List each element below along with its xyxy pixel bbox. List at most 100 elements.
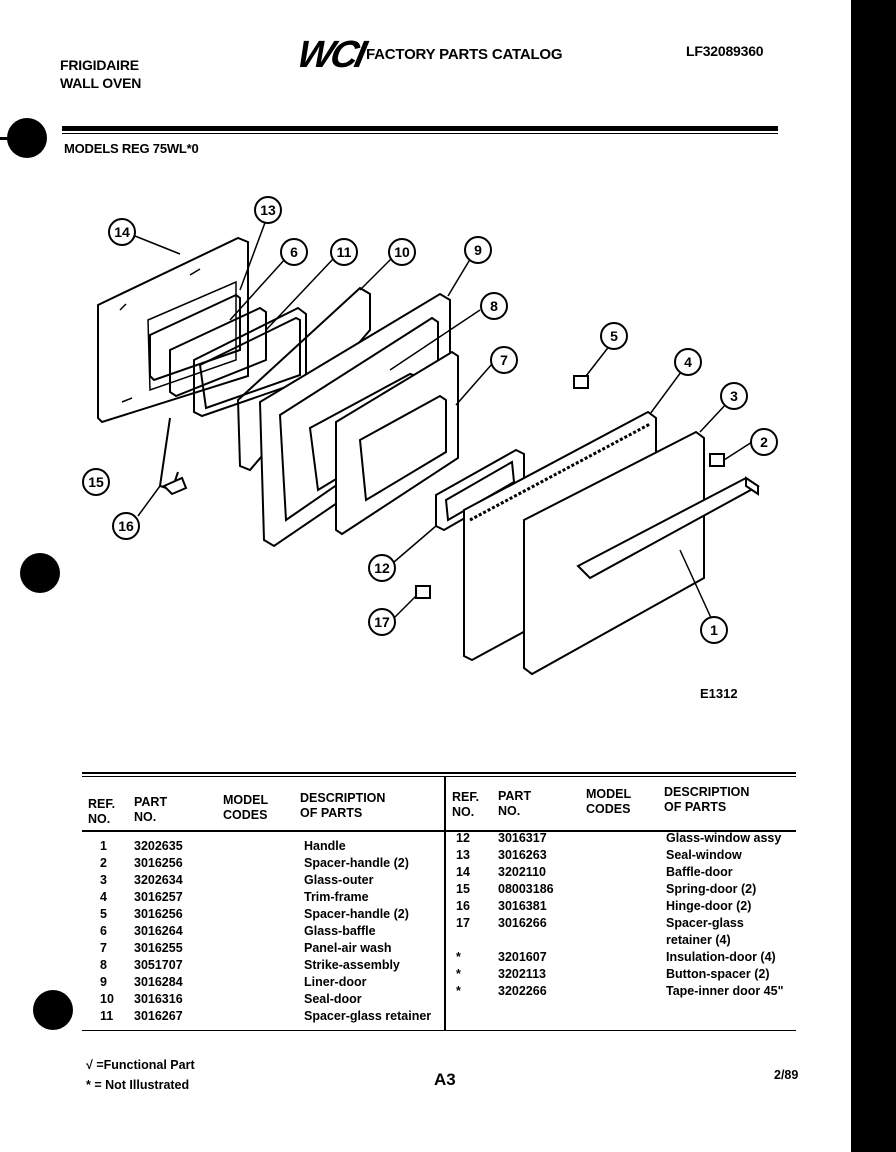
ref-cell: 2	[100, 856, 107, 870]
part-no-cell: 3016256	[134, 856, 183, 870]
header-rule-thin	[62, 133, 778, 134]
col-part-header-right: PART NO.	[498, 789, 532, 818]
col-ref-header: REF. NO.	[88, 797, 116, 826]
ref-cell: 13	[456, 848, 470, 862]
ref-cell: 1	[100, 839, 107, 853]
description-cell: Baffle-door	[666, 865, 733, 879]
part-no-cell: 3202110	[498, 865, 546, 879]
ref-cell: *	[456, 967, 461, 981]
callout-label: 16	[118, 518, 134, 534]
col-model-header: MODEL CODES	[223, 793, 269, 822]
part-no-cell: 3016263	[498, 848, 547, 862]
part-no-cell: 3016266	[498, 916, 547, 930]
part-no-cell: 3016284	[134, 975, 183, 989]
callout-label: 9	[474, 242, 482, 258]
binder-hole-icon	[33, 990, 73, 1030]
description-cell: Spacer-glass retainer	[304, 1009, 432, 1023]
table-center-divider	[444, 776, 446, 1030]
legend-not-illustrated: * = Not Illustrated	[86, 1078, 190, 1092]
ref-cell: 9	[100, 975, 107, 989]
callout-label: 15	[88, 474, 104, 490]
page-edge-border	[851, 0, 896, 1152]
callout-label: 1	[710, 622, 718, 638]
part-no-cell: 3051707	[134, 958, 183, 972]
catalog-code: LF32089360	[686, 43, 764, 59]
ref-cell: 8	[100, 958, 107, 972]
description-cell: retainer (4)	[666, 933, 731, 947]
part-no-cell: 3016317	[498, 831, 547, 845]
callout-label: 3	[730, 388, 738, 404]
description-cell: Hinge-door (2)	[666, 899, 752, 913]
figure-id: E1312	[700, 686, 738, 701]
callout-circle	[700, 616, 728, 644]
ref-cell: 14	[456, 865, 470, 879]
callout-label: 2	[760, 434, 768, 450]
brand-line-1: FRIGIDAIRE	[60, 57, 139, 73]
part-no-cell: 3202113	[498, 967, 546, 981]
table-header-rule	[82, 830, 796, 832]
header-rule	[62, 126, 778, 131]
ref-cell: 3	[100, 873, 107, 887]
description-cell: Glass-outer	[304, 873, 374, 887]
part-no-cell: 08003186	[498, 882, 554, 896]
callout-label: 4	[684, 354, 692, 370]
binder-hole-icon	[20, 553, 60, 593]
col-part-header: PART NO.	[134, 795, 168, 824]
description-cell: Spacer-handle (2)	[304, 907, 409, 921]
description-cell: Button-spacer (2)	[666, 967, 770, 981]
callout-label: 13	[260, 202, 276, 218]
callout-label: 5	[610, 328, 618, 344]
col-model-header-right: MODEL CODES	[586, 787, 632, 816]
callout-label: 14	[114, 224, 130, 240]
table-top-rule-thin	[82, 776, 796, 777]
description-cell: Glass-baffle	[304, 924, 376, 938]
callout-label: 6	[290, 244, 298, 260]
part-no-cell: 3202635	[134, 839, 183, 853]
ref-cell: *	[456, 984, 461, 998]
hole-tick	[0, 137, 30, 140]
callout-label: 10	[394, 244, 410, 260]
ref-cell: 15	[456, 882, 470, 896]
col-desc-header: DESCRIPTION OF PARTS	[300, 791, 386, 820]
callout-label: 12	[374, 560, 390, 576]
description-cell: Spring-door (2)	[666, 882, 757, 896]
ref-cell: 7	[100, 941, 107, 955]
part-no-cell: 3016255	[134, 941, 183, 955]
ref-cell: 4	[100, 890, 107, 904]
description-cell: Liner-door	[304, 975, 367, 989]
description-cell: Panel-air wash	[304, 941, 392, 955]
description-cell: Glass-window assy	[666, 831, 782, 845]
part-no-cell: 3016381	[498, 899, 547, 913]
table-bottom-rule	[82, 1030, 796, 1031]
legend-functional: √ =Functional Part	[86, 1058, 195, 1072]
ref-cell: 5	[100, 907, 107, 921]
part-no-cell: 3202266	[498, 984, 547, 998]
description-cell: Tape-inner door 45"	[666, 984, 784, 998]
description-cell: Spacer-handle (2)	[304, 856, 409, 870]
wci-logo: WCI	[293, 34, 368, 76]
part-no-cell: 3202634	[134, 873, 183, 887]
description-cell: Strike-assembly	[304, 958, 400, 972]
ref-cell: *	[456, 950, 461, 964]
part-no-cell: 3016267	[134, 1009, 183, 1023]
description-cell: Spacer-glass	[666, 916, 744, 930]
exploded-door-diagram: 1 2 3 4 5 6 7 8 9 10 11 12 13 14 15 16 1…	[82, 196, 778, 676]
ref-cell: 17	[456, 916, 470, 930]
ref-cell: 11	[100, 1009, 114, 1023]
ref-cell: 10	[100, 992, 114, 1006]
part-no-cell: 3016316	[134, 992, 183, 1006]
part-no-cell: 3016264	[134, 924, 183, 938]
ref-cell: 16	[456, 899, 470, 913]
ref-cell: 6	[100, 924, 107, 938]
description-cell: Seal-door	[304, 992, 362, 1006]
description-cell: Seal-window	[666, 848, 742, 862]
part-no-cell: 3016256	[134, 907, 183, 921]
description-cell: Trim-frame	[304, 890, 369, 904]
description-cell: Handle	[304, 839, 346, 853]
part-no-cell: 3016257	[134, 890, 183, 904]
models-line: MODELS REG 75WL*0	[64, 141, 199, 156]
table-top-rule	[82, 772, 796, 774]
date-code: 2/89	[774, 1068, 799, 1082]
callout-label: 7	[500, 352, 508, 368]
col-ref-header-right: REF. NO.	[452, 790, 480, 819]
